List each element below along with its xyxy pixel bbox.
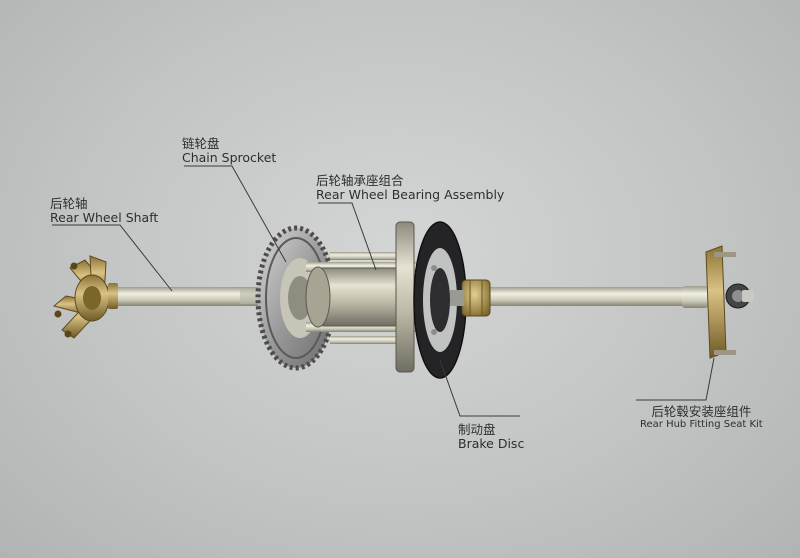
label-hub-fitting-zh: 后轮毂安装座组件	[651, 404, 752, 419]
leader-lines	[52, 165, 715, 417]
label-bearing-assembly-en: Rear Wheel Bearing Assembly	[316, 187, 505, 203]
leader-line-brake	[439, 359, 520, 417]
label-brake-disc: 制动盘 Brake Disc	[458, 422, 525, 452]
label-brake-disc-en: Brake Disc	[458, 436, 525, 452]
brass-nut	[450, 279, 491, 317]
label-chain-sprocket-en: Chain Sprocket	[182, 150, 277, 166]
left-hub-flange	[52, 255, 118, 339]
leader-line-hub	[636, 357, 715, 401]
bearing-housing	[305, 221, 417, 373]
label-hub-fitting: 后轮毂安装座组件 Rear Hub Fitting Seat Kit	[640, 404, 763, 431]
label-rear-wheel-shaft-en: Rear Wheel Shaft	[50, 210, 159, 226]
right-hub-fitting-seat	[682, 245, 754, 359]
label-bearing-assembly-zh: 后轮轴承座组合	[316, 173, 404, 188]
leader-line-shaft	[52, 224, 173, 292]
label-brake-disc-zh: 制动盘	[458, 422, 496, 437]
leader-line-sprocket	[184, 165, 287, 263]
brake-disc	[413, 221, 467, 379]
label-bearing-assembly: 后轮轴承座组合 Rear Wheel Bearing Assembly	[316, 173, 505, 203]
leader-line-bearing	[318, 202, 377, 271]
label-hub-fitting-en: Rear Hub Fitting Seat Kit	[640, 419, 763, 431]
label-rear-wheel-shaft: 后轮轴 Rear Wheel Shaft	[50, 196, 159, 226]
label-chain-sprocket-zh: 链轮盘	[182, 136, 220, 151]
label-chain-sprocket: 链轮盘 Chain Sprocket	[182, 136, 277, 166]
label-rear-wheel-shaft-zh: 后轮轴	[50, 196, 88, 211]
